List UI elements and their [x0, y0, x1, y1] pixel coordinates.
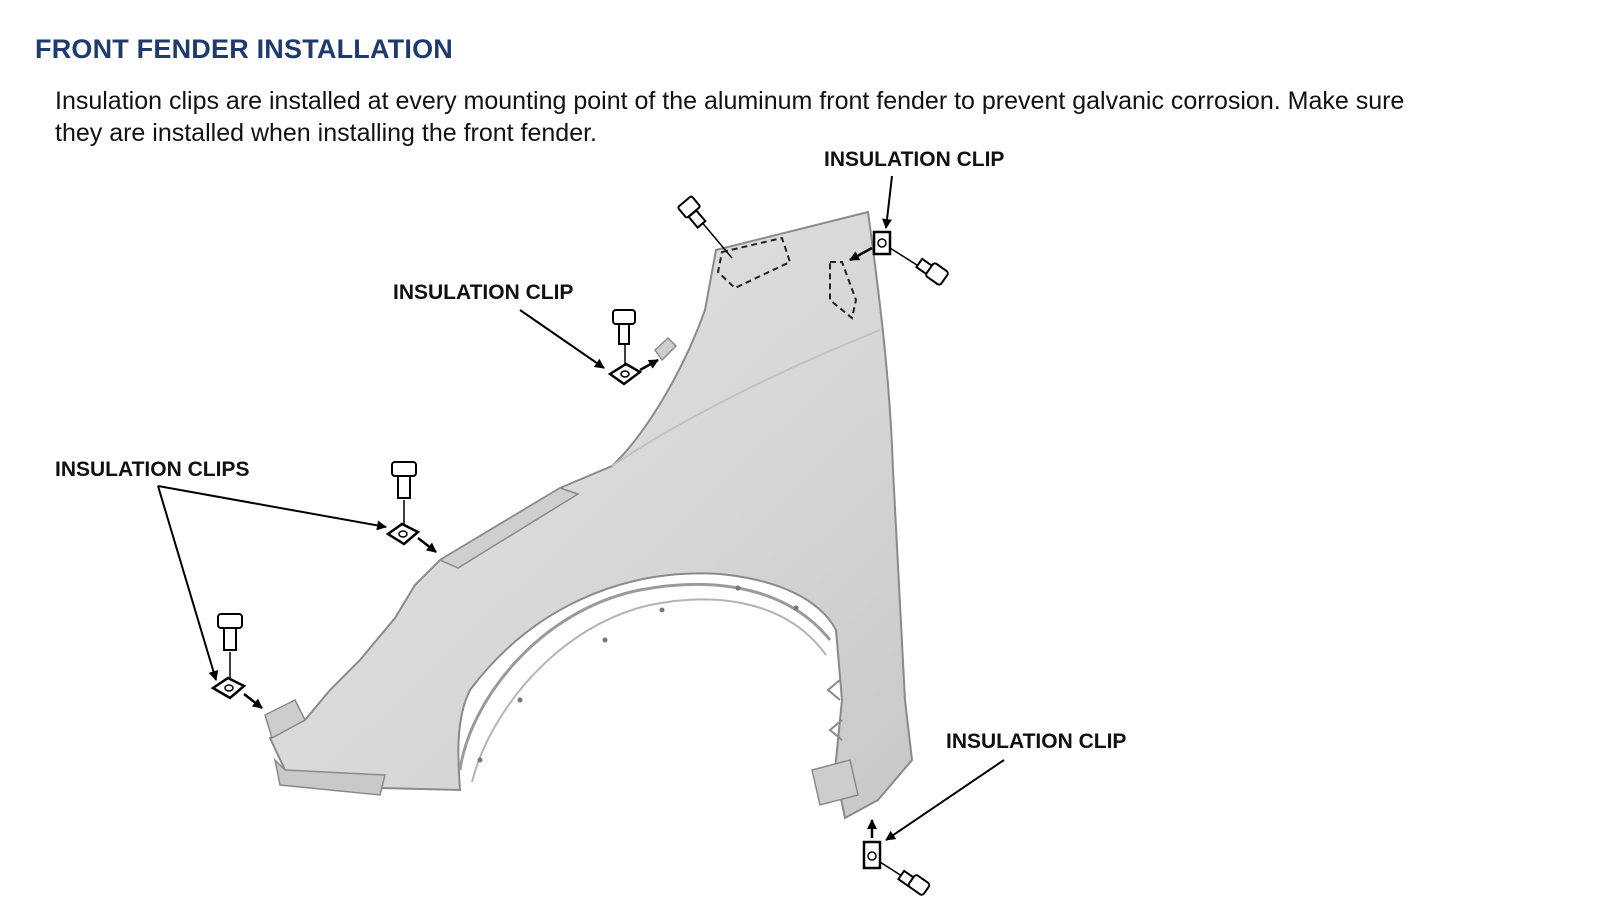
wheel-arch-inner	[471, 598, 827, 783]
description: Insulation clips are installed at every …	[55, 85, 1595, 149]
bolt-top	[677, 195, 733, 259]
bolt-left-lower	[217, 613, 243, 651]
front-tab	[264, 698, 306, 740]
callout-label-left: INSULATION CLIPS	[55, 458, 249, 481]
callout-left: INSULATION CLIPS	[55, 458, 437, 709]
insulation-clip-top-middle	[607, 362, 643, 386]
rear-notches	[826, 679, 843, 741]
callout-top-right: INSULATION CLIP	[824, 148, 1004, 286]
top-flange	[438, 487, 580, 569]
insulation-clip-top-right	[872, 230, 892, 256]
page-title: FRONT FENDER INSTALLATION	[35, 34, 453, 64]
hidden-mount-rear	[829, 261, 858, 320]
upper-tab	[654, 336, 678, 362]
insulation-clip-left-lower	[210, 676, 247, 700]
bolt-top-middle	[612, 309, 636, 345]
description-line-2: they are installed when installing the f…	[55, 119, 598, 147]
fender-panel	[268, 210, 914, 820]
callout-bottom-right: INSULATION CLIP	[862, 730, 1126, 896]
callout-label-bottom-right: INSULATION CLIP	[946, 730, 1126, 753]
callout-label-top-right: INSULATION CLIP	[824, 148, 1004, 171]
callout-label-top-middle: INSULATION CLIP	[393, 281, 573, 304]
front-fender	[264, 210, 914, 820]
bolt-bottom-right	[897, 869, 931, 896]
bolt-top-right	[915, 257, 949, 286]
rear-bracket	[811, 759, 859, 806]
callout-top-middle: INSULATION CLIP	[393, 281, 659, 386]
hidden-mount-top	[716, 236, 792, 290]
wheel-arch-lip	[458, 582, 832, 771]
insulation-clip-bottom-right	[862, 840, 882, 870]
description-line-1: Insulation clips are installed at every …	[55, 87, 1405, 115]
character-line	[611, 329, 881, 467]
insulation-clip-left-upper	[385, 522, 421, 546]
front-bracket	[273, 757, 386, 796]
bolt-left-upper	[391, 461, 417, 499]
